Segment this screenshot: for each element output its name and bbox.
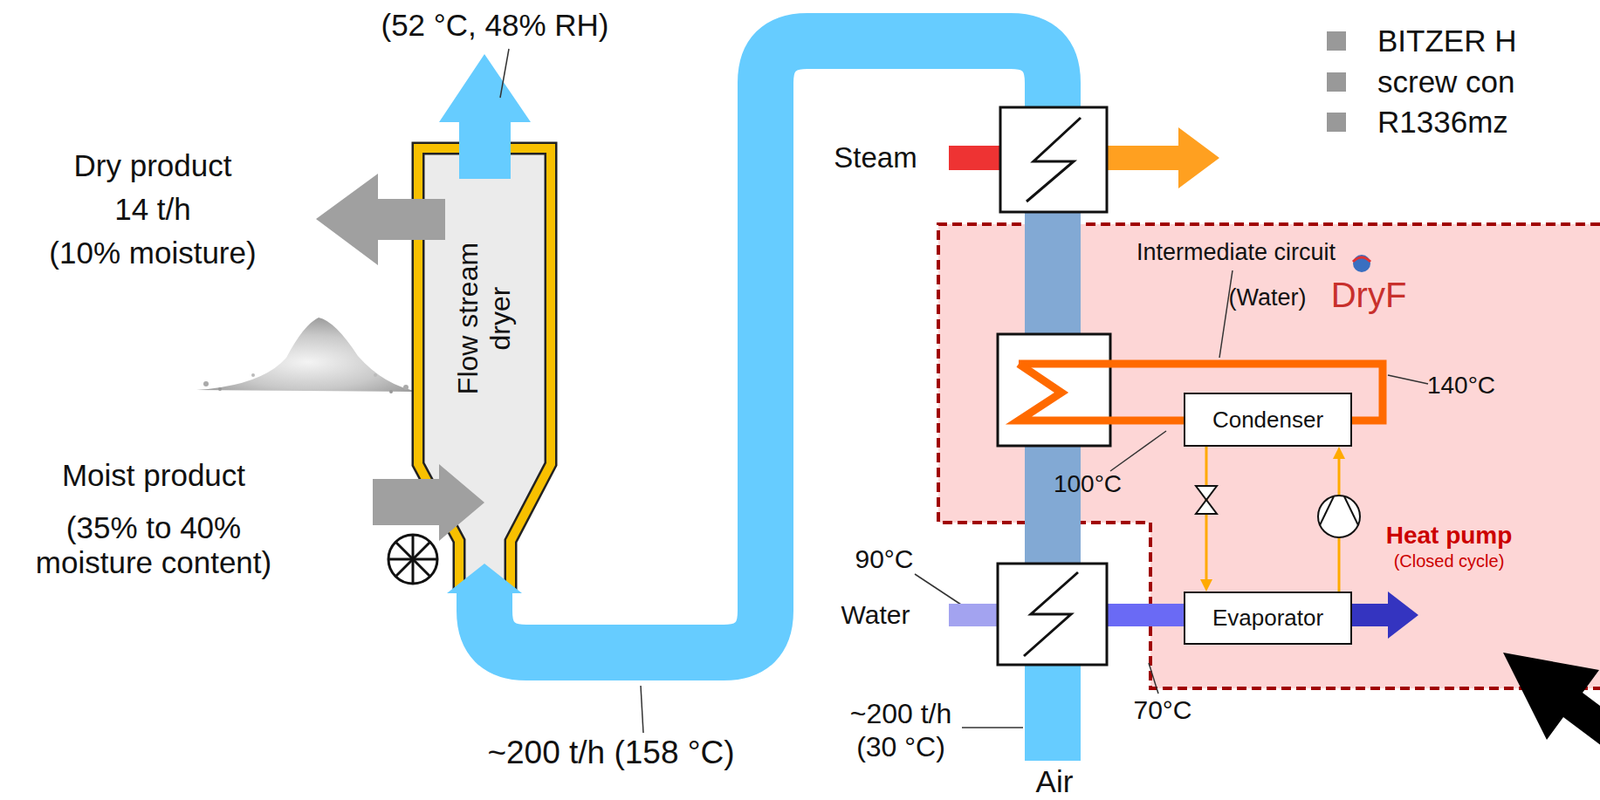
- intermediate-circuit: [1018, 363, 1184, 421]
- annotation-label: 14 t/h: [114, 192, 192, 227]
- exchanger-symbol: [1026, 117, 1081, 202]
- annotation-label: 140°C: [1427, 371, 1496, 400]
- exhaust-air-arrow: [439, 54, 531, 179]
- moist-product-arrow: [372, 464, 485, 542]
- bullet-square: [1326, 72, 1346, 92]
- refrigerant-line: [1200, 446, 1213, 592]
- node-text: Evaporator: [1212, 604, 1324, 632]
- bullet-square: [1326, 112, 1346, 132]
- water-outlet-arrow: [1352, 591, 1419, 639]
- annotation-label: (Water): [1229, 284, 1307, 312]
- bullet-square: [1326, 31, 1346, 51]
- annotation-label: 100°C: [1053, 470, 1122, 499]
- annotation-label: Water: [841, 600, 911, 632]
- annotation-label: Dry product: [74, 148, 233, 184]
- inlet-air-arrow: [446, 563, 522, 606]
- process-box: Condenser: [1183, 392, 1353, 447]
- steam-heat-exchanger: [1000, 107, 1107, 213]
- annotation-label: (52 °C, 48% RH): [380, 7, 609, 43]
- node-text: Flow stream dryer: [452, 225, 517, 413]
- node-text: Heat pump: [1386, 521, 1513, 550]
- annotation-label: Moist product: [61, 458, 246, 494]
- annotation-label: ~200 t/h (158 °C): [487, 734, 735, 773]
- water-transfer: [1106, 604, 1184, 627]
- arrow-head: [1332, 446, 1346, 460]
- annotation-label: Air: [1036, 764, 1074, 800]
- exchanger-symbol: [1023, 572, 1079, 657]
- process-box: Evaporator: [1183, 591, 1353, 646]
- annotation-label: 90°C: [854, 544, 914, 576]
- expansion-valve: [1195, 486, 1217, 515]
- annotation-label: R1336mz: [1377, 104, 1509, 140]
- steam-inlet: [948, 145, 1001, 171]
- dry-product-arrow: [315, 173, 446, 266]
- steam-outlet-arrow: [1106, 127, 1220, 189]
- water-inlet: [948, 604, 998, 627]
- pointer-arrow: [1503, 652, 1600, 749]
- logo-globe: [1352, 254, 1371, 273]
- annotation-label: 70°C: [1133, 695, 1192, 727]
- arrow-head: [1200, 579, 1213, 592]
- annotation-label: screw con: [1377, 64, 1516, 100]
- powder-pile: [196, 317, 419, 394]
- annotation-label: (35% to 40% moisture content): [5, 510, 303, 582]
- annotation-label: BITZER H: [1377, 23, 1517, 59]
- rotary-valve: [388, 535, 438, 584]
- node-text: (Closed cycle): [1393, 551, 1505, 572]
- logo-text: DryF: [1331, 274, 1408, 316]
- annotation-label: (10% moisture): [48, 235, 256, 271]
- water-heat-exchanger: [997, 563, 1107, 666]
- node-text: Condenser: [1212, 406, 1324, 434]
- annotation-label: (30 °C): [856, 731, 946, 764]
- intermediate-circuit: [1018, 363, 1383, 421]
- annotation-label: Steam: [833, 141, 917, 175]
- annotation-label: Intermediate circuit: [1136, 239, 1336, 267]
- leader-line: [500, 48, 1429, 734]
- compressor-symbol: [1318, 495, 1360, 538]
- annotation-label: ~200 t/h: [850, 698, 953, 731]
